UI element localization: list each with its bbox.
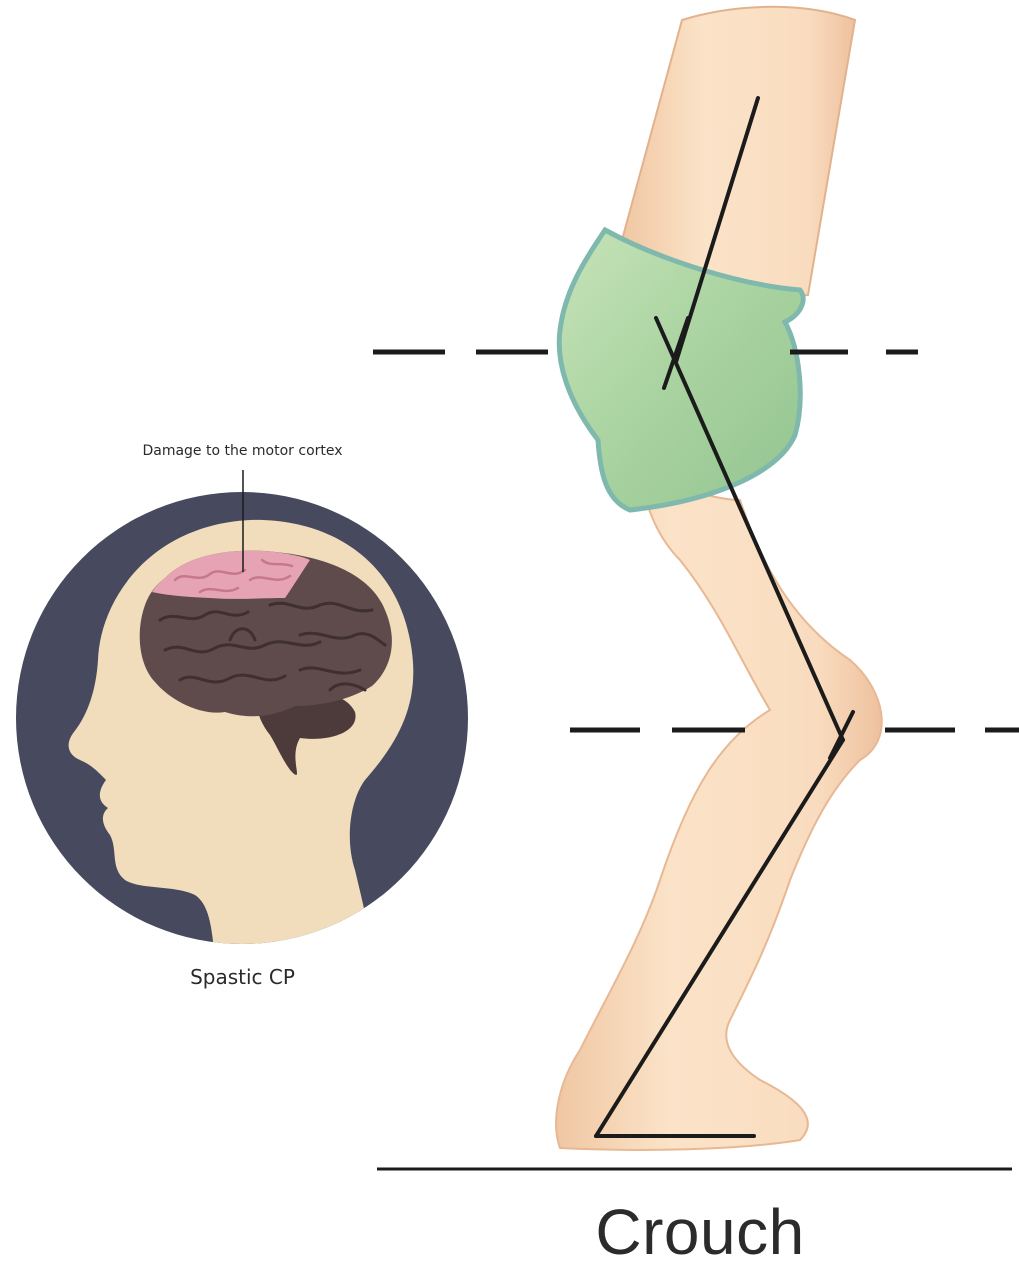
brain-illustration	[16, 470, 468, 960]
crouch-title: Crouch	[380, 1195, 1019, 1269]
callout-label: Damage to the motor cortex	[0, 443, 485, 459]
brain-caption: Spastic CP	[0, 965, 485, 989]
leg-shape	[556, 470, 882, 1150]
crouch-illustration	[373, 7, 1019, 1169]
